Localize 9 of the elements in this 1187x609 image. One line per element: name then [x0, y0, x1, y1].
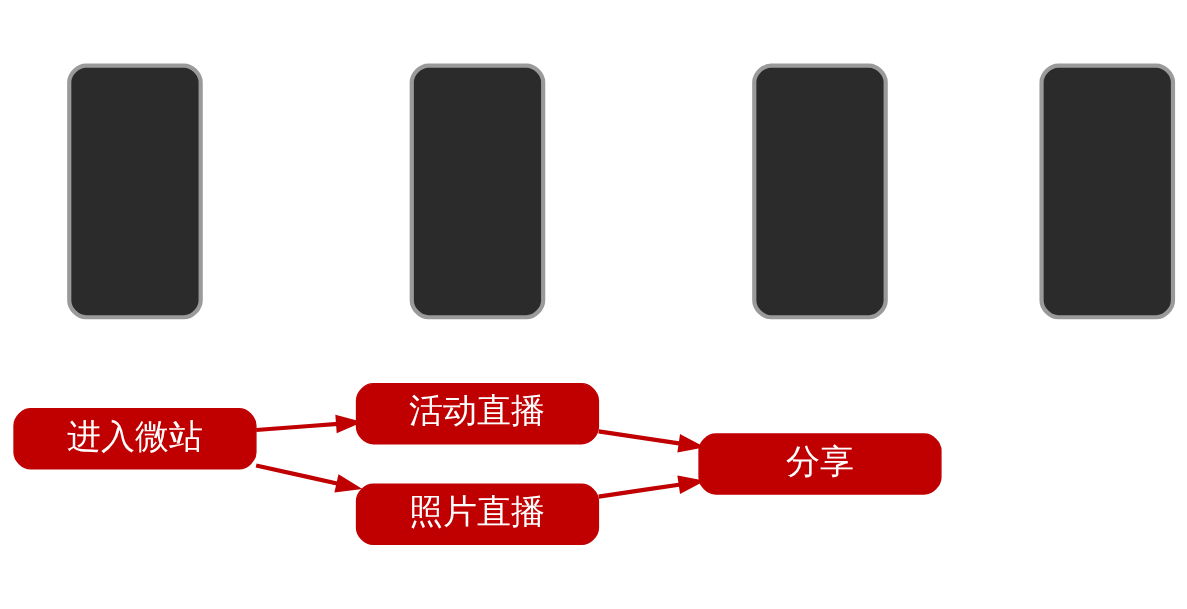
- node-box: [67, 63, 203, 319]
- arrow: [255, 462, 363, 492]
- node-box: 进入微站: [13, 407, 257, 470]
- node-box: 照片直播: [355, 483, 600, 545]
- node-box: [752, 63, 888, 319]
- node-box: [409, 63, 546, 319]
- node-box: 分享: [698, 432, 942, 495]
- node-box: [1039, 63, 1176, 319]
- node-box: 活动直播: [355, 382, 600, 444]
